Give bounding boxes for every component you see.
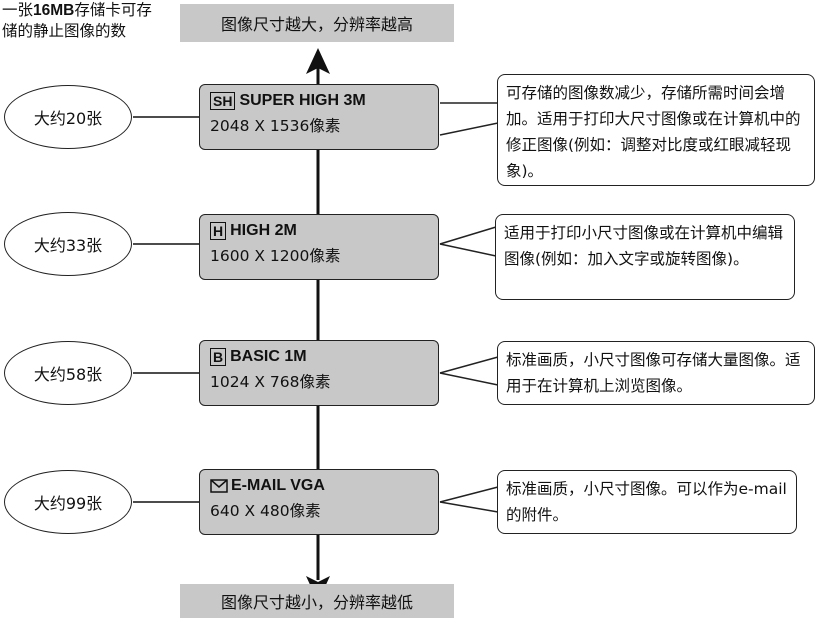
count-text: 大约33张 <box>33 236 103 255</box>
count-text: 大约99张 <box>33 494 103 513</box>
sh-mode-icon: SH <box>210 92 236 110</box>
description-text: 可存储的图像数减少，存储所需时间会增加。适用于打印大尺寸图像或在计算机中的修正图… <box>506 84 801 180</box>
note-prefix: 一张 <box>2 1 34 19</box>
mode-resolution: 1024 X 768像素 <box>210 373 331 391</box>
mode-box-high: H HIGH 2M 1600 X 1200像素 <box>199 214 439 280</box>
mode-box-super-high: SH SUPER HIGH 3M 2048 X 1536像素 <box>199 84 439 150</box>
mode-resolution: 2048 X 1536像素 <box>210 117 341 135</box>
mode-box-email: E-MAIL VGA 640 X 480像素 <box>199 469 439 535</box>
h-mode-icon: H <box>210 222 227 240</box>
mode-name: SUPER HIGH 3M <box>239 92 366 109</box>
note-card-size: 16MB <box>33 2 75 19</box>
mode-heading: E-MAIL VGA <box>210 477 438 495</box>
description-box-high: 适用于打印小尺寸图像或在计算机中编辑图像(例如：加入文字或旋转图像)。 <box>495 214 795 300</box>
description-text: 标准画质，小尺寸图像可存储大量图像。适用于在计算机上浏览图像。 <box>506 351 801 395</box>
note-suffix: 存储卡可存储的静止图像的数 <box>2 1 152 40</box>
pointer-desc-4b <box>439 501 499 513</box>
mode-heading: H HIGH 2M <box>210 222 438 240</box>
mode-name: HIGH 2M <box>230 222 297 239</box>
envelope-icon <box>210 479 228 493</box>
description-box-basic: 标准画质，小尺寸图像可存储大量图像。适用于在计算机上浏览图像。 <box>497 341 815 405</box>
top-banner: 图像尺寸越大，分辨率越高 <box>180 4 454 42</box>
count-oval-3: 大约58张 <box>4 341 132 405</box>
pointer-desc-3a <box>439 356 499 374</box>
up-arrowhead <box>306 48 330 74</box>
pointer-desc-3b <box>439 372 499 386</box>
description-text: 标准画质，小尺寸图像。可以作为e-mail的附件。 <box>506 480 787 524</box>
pointer-desc-2b <box>439 243 497 257</box>
count-text: 大约58张 <box>33 365 103 384</box>
pointer-desc-1b <box>439 122 499 136</box>
count-oval-1: 大约20张 <box>4 85 132 149</box>
bottom-banner-text: 图像尺寸越小，分辨率越低 <box>220 593 413 612</box>
mode-heading: SH SUPER HIGH 3M <box>210 92 438 110</box>
card-capacity-note: 一张16MB存储卡可存储的静止图像的数 <box>2 0 162 41</box>
mode-name: BASIC 1M <box>230 348 307 365</box>
mode-resolution: 1600 X 1200像素 <box>210 247 341 265</box>
top-banner-text: 图像尺寸越大，分辨率越高 <box>220 15 413 34</box>
description-box-super-high: 可存储的图像数减少，存储所需时间会增加。适用于打印大尺寸图像或在计算机中的修正图… <box>497 74 815 186</box>
mode-resolution: 640 X 480像素 <box>210 502 321 520</box>
mode-heading: B BASIC 1M <box>210 348 438 366</box>
mode-box-basic: B BASIC 1M 1024 X 768像素 <box>199 340 439 406</box>
pointer-desc-2a <box>439 226 497 245</box>
mode-name: E-MAIL VGA <box>231 477 325 494</box>
b-mode-icon: B <box>210 348 227 366</box>
count-text: 大约20张 <box>33 109 103 128</box>
count-oval-4: 大约99张 <box>4 470 132 534</box>
pointer-desc-4a <box>439 486 499 503</box>
count-oval-2: 大约33张 <box>4 212 132 276</box>
bottom-banner: 图像尺寸越小，分辨率越低 <box>180 584 454 618</box>
description-box-email: 标准画质，小尺寸图像。可以作为e-mail的附件。 <box>497 470 797 534</box>
description-text: 适用于打印小尺寸图像或在计算机中编辑图像(例如：加入文字或旋转图像)。 <box>504 224 784 268</box>
